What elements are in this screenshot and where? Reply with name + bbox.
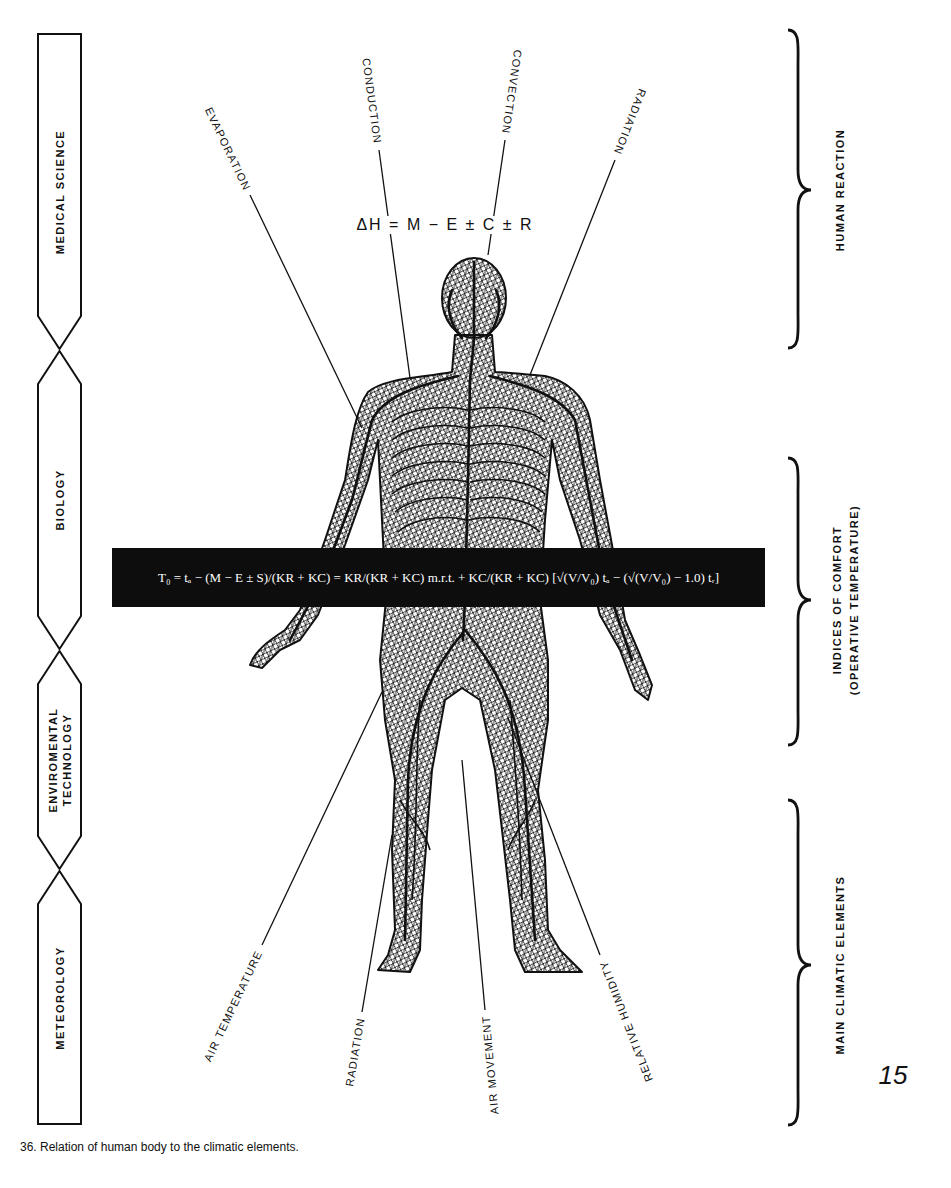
discipline-box: MEDICAL SCIENCE	[37, 33, 82, 350]
leg-vessels	[400, 700, 535, 900]
page-number: 15	[879, 1060, 908, 1091]
discipline-label: ENVIROMENTAL TECHNOLOGY	[45, 701, 74, 819]
leader-line	[508, 718, 600, 955]
curly-bracket	[788, 30, 811, 348]
box-outline	[37, 650, 82, 870]
climatic-element-label: RADIATION	[343, 1017, 367, 1088]
rib-lines	[392, 408, 545, 532]
bracket-label: INDICES OF COMFORT (OPERATIVE TEMPERATUR…	[829, 490, 862, 710]
leader-line	[462, 760, 485, 1010]
heat-exchange-label: CONDUCTION	[361, 57, 385, 144]
discipline-box: BIOLOGY	[37, 350, 82, 650]
climatic-element-label: AIR MOVEMENT	[480, 1015, 501, 1115]
hexagon-outline	[38, 651, 81, 869]
bracket-label: MAIN CLIMATIC ELEMENTS	[832, 876, 849, 1055]
leader-line	[488, 140, 505, 255]
body-figure	[250, 335, 652, 972]
heat-exchange-label: RADIATION	[612, 87, 649, 156]
leader-line	[250, 195, 362, 428]
leader-line	[530, 160, 615, 375]
discipline-label: METEOROLOGY	[52, 946, 66, 1049]
hexagon-outline	[38, 34, 81, 349]
discipline-box: METEOROLOGY	[37, 870, 82, 1125]
figure-caption: 36. Relation of human body to the climat…	[20, 1140, 299, 1154]
equation-label: ΔH = M − E ± C ± R	[351, 216, 538, 234]
formula-text: T₀ = tₐ − (M − E ± S)/(KR + KC) = KR/(KR…	[158, 570, 719, 586]
curly-bracket	[788, 458, 811, 745]
leader-line	[262, 692, 382, 945]
bracket-label: HUMAN REACTION	[832, 129, 849, 251]
discipline-label: BIOLOGY	[52, 469, 66, 530]
hexagon-outline	[38, 351, 81, 649]
climatic-element-label: AIR TEMPERATURE	[202, 948, 265, 1063]
hexagon-outline	[38, 871, 81, 1124]
climatic-element-label: RELATIVE HUMIDITY	[597, 958, 655, 1083]
heat-exchange-label: CONVECTION	[500, 49, 524, 135]
leader-line	[362, 835, 392, 1012]
leader-line	[379, 150, 410, 378]
heat-exchange-label: EVAPORATION	[203, 105, 253, 192]
formula-band: T₀ = tₐ − (M − E ± S)/(KR + KC) = KR/(KR…	[112, 548, 765, 607]
discipline-label: MEDICAL SCIENCE	[52, 129, 66, 253]
curly-bracket	[788, 800, 811, 1125]
discipline-box: ENVIROMENTAL TECHNOLOGY	[37, 650, 82, 870]
